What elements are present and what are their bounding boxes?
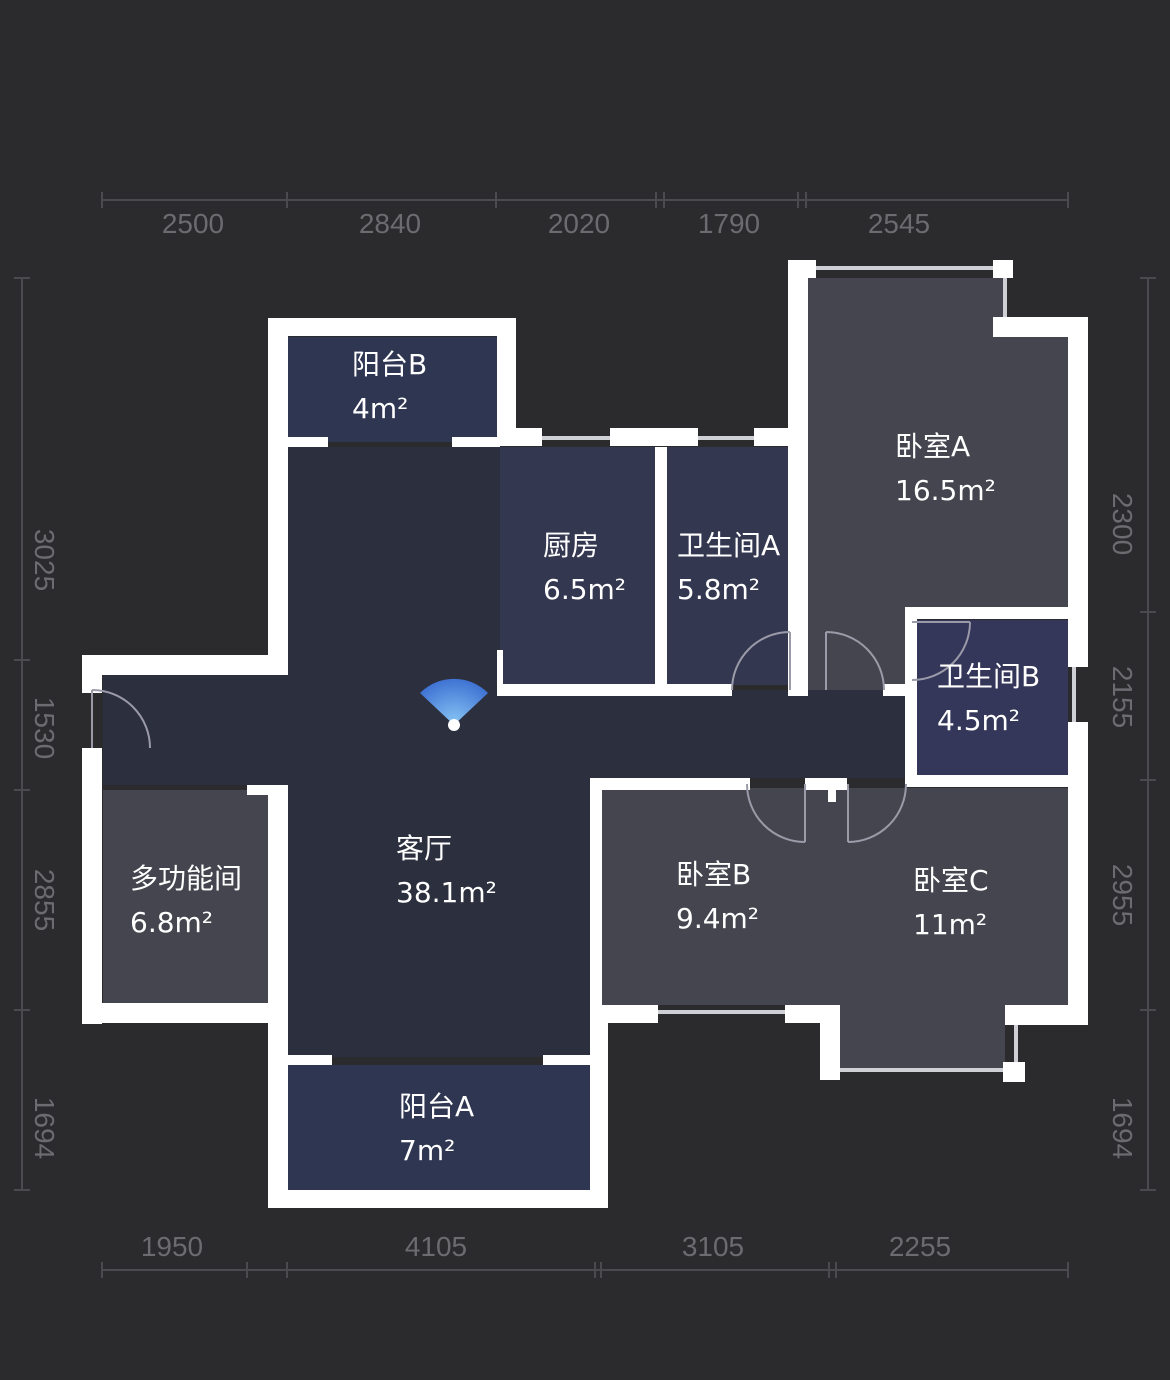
room-area-living-room: 38.1m² <box>396 876 497 909</box>
room-area-multi-function: 6.8m² <box>130 906 213 939</box>
room-name-bedroom-c: 卧室C <box>913 864 989 897</box>
room-area-bedroom-c: 11m² <box>913 908 987 941</box>
dim-bottom-2: 4105 <box>405 1231 467 1262</box>
floor-living-room <box>103 447 905 1057</box>
floor-bedroom-b <box>600 788 835 1005</box>
room-area-bathroom-b: 4.5m² <box>937 704 1020 737</box>
floor-multi-function-room <box>103 790 277 1003</box>
dimension-lines <box>14 192 1156 1278</box>
dim-right-4: 1694 <box>1107 1097 1138 1159</box>
floor-bathroom-b <box>917 620 1068 775</box>
dim-right-1: 2300 <box>1107 493 1138 555</box>
dim-bottom-4: 2255 <box>889 1231 951 1262</box>
dim-top-4: 1790 <box>698 208 760 239</box>
room-area-balcony-b: 4m² <box>352 392 408 425</box>
room-name-bedroom-a: 卧室A <box>895 430 970 463</box>
room-name-living-room: 客厅 <box>396 832 452 865</box>
dim-left-2: 1530 <box>29 697 60 759</box>
floor-kitchen <box>500 447 655 685</box>
room-name-multi-function: 多功能间 <box>130 862 242 895</box>
room-name-bathroom-b: 卫生间B <box>937 660 1040 693</box>
dim-bottom-3: 3105 <box>682 1231 744 1262</box>
dim-top-3: 2020 <box>548 208 610 239</box>
dim-right-2: 2155 <box>1107 666 1138 728</box>
room-area-balcony-a: 7m² <box>399 1134 455 1167</box>
room-name-bathroom-a: 卫生间A <box>677 529 780 562</box>
room-area-kitchen: 6.5m² <box>543 573 626 606</box>
dimension-labels: 2500 2840 2020 1790 2545 1950 4105 3105 … <box>29 208 1138 1262</box>
dim-left-1: 3025 <box>29 529 60 591</box>
room-area-bathroom-a: 5.8m² <box>677 573 760 606</box>
dim-top-5: 2545 <box>868 208 930 239</box>
room-name-kitchen: 厨房 <box>543 529 599 562</box>
room-area-bedroom-a: 16.5m² <box>895 474 996 507</box>
floor-balcony-b <box>288 337 497 442</box>
dim-top-1: 2500 <box>162 208 224 239</box>
dim-left-3: 2855 <box>29 869 60 931</box>
room-area-bedroom-b: 9.4m² <box>676 902 759 935</box>
walls <box>82 260 1088 1208</box>
room-name-balcony-a: 阳台A <box>399 1090 474 1123</box>
doors <box>91 621 971 843</box>
dim-right-3: 2955 <box>1107 864 1138 926</box>
room-labels: 阳台B 4m² 厨房 6.5m² 卫生间A 5.8m² 卧室A 16.5m² 卫… <box>130 348 1040 1167</box>
dim-left-4: 1694 <box>29 1097 60 1159</box>
floor-bedroom-c <box>835 788 1068 1072</box>
floor-bedroom-a <box>808 278 1068 690</box>
floor-bathroom-a <box>667 447 797 685</box>
dim-bottom-1: 1950 <box>141 1231 203 1262</box>
room-name-balcony-b: 阳台B <box>352 348 427 381</box>
floor-balcony-a <box>288 1065 590 1190</box>
camera-view-cone-icon[interactable] <box>420 678 488 731</box>
room-name-bedroom-b: 卧室B <box>676 858 751 891</box>
room-floors <box>103 278 1068 1190</box>
dim-top-2: 2840 <box>359 208 421 239</box>
